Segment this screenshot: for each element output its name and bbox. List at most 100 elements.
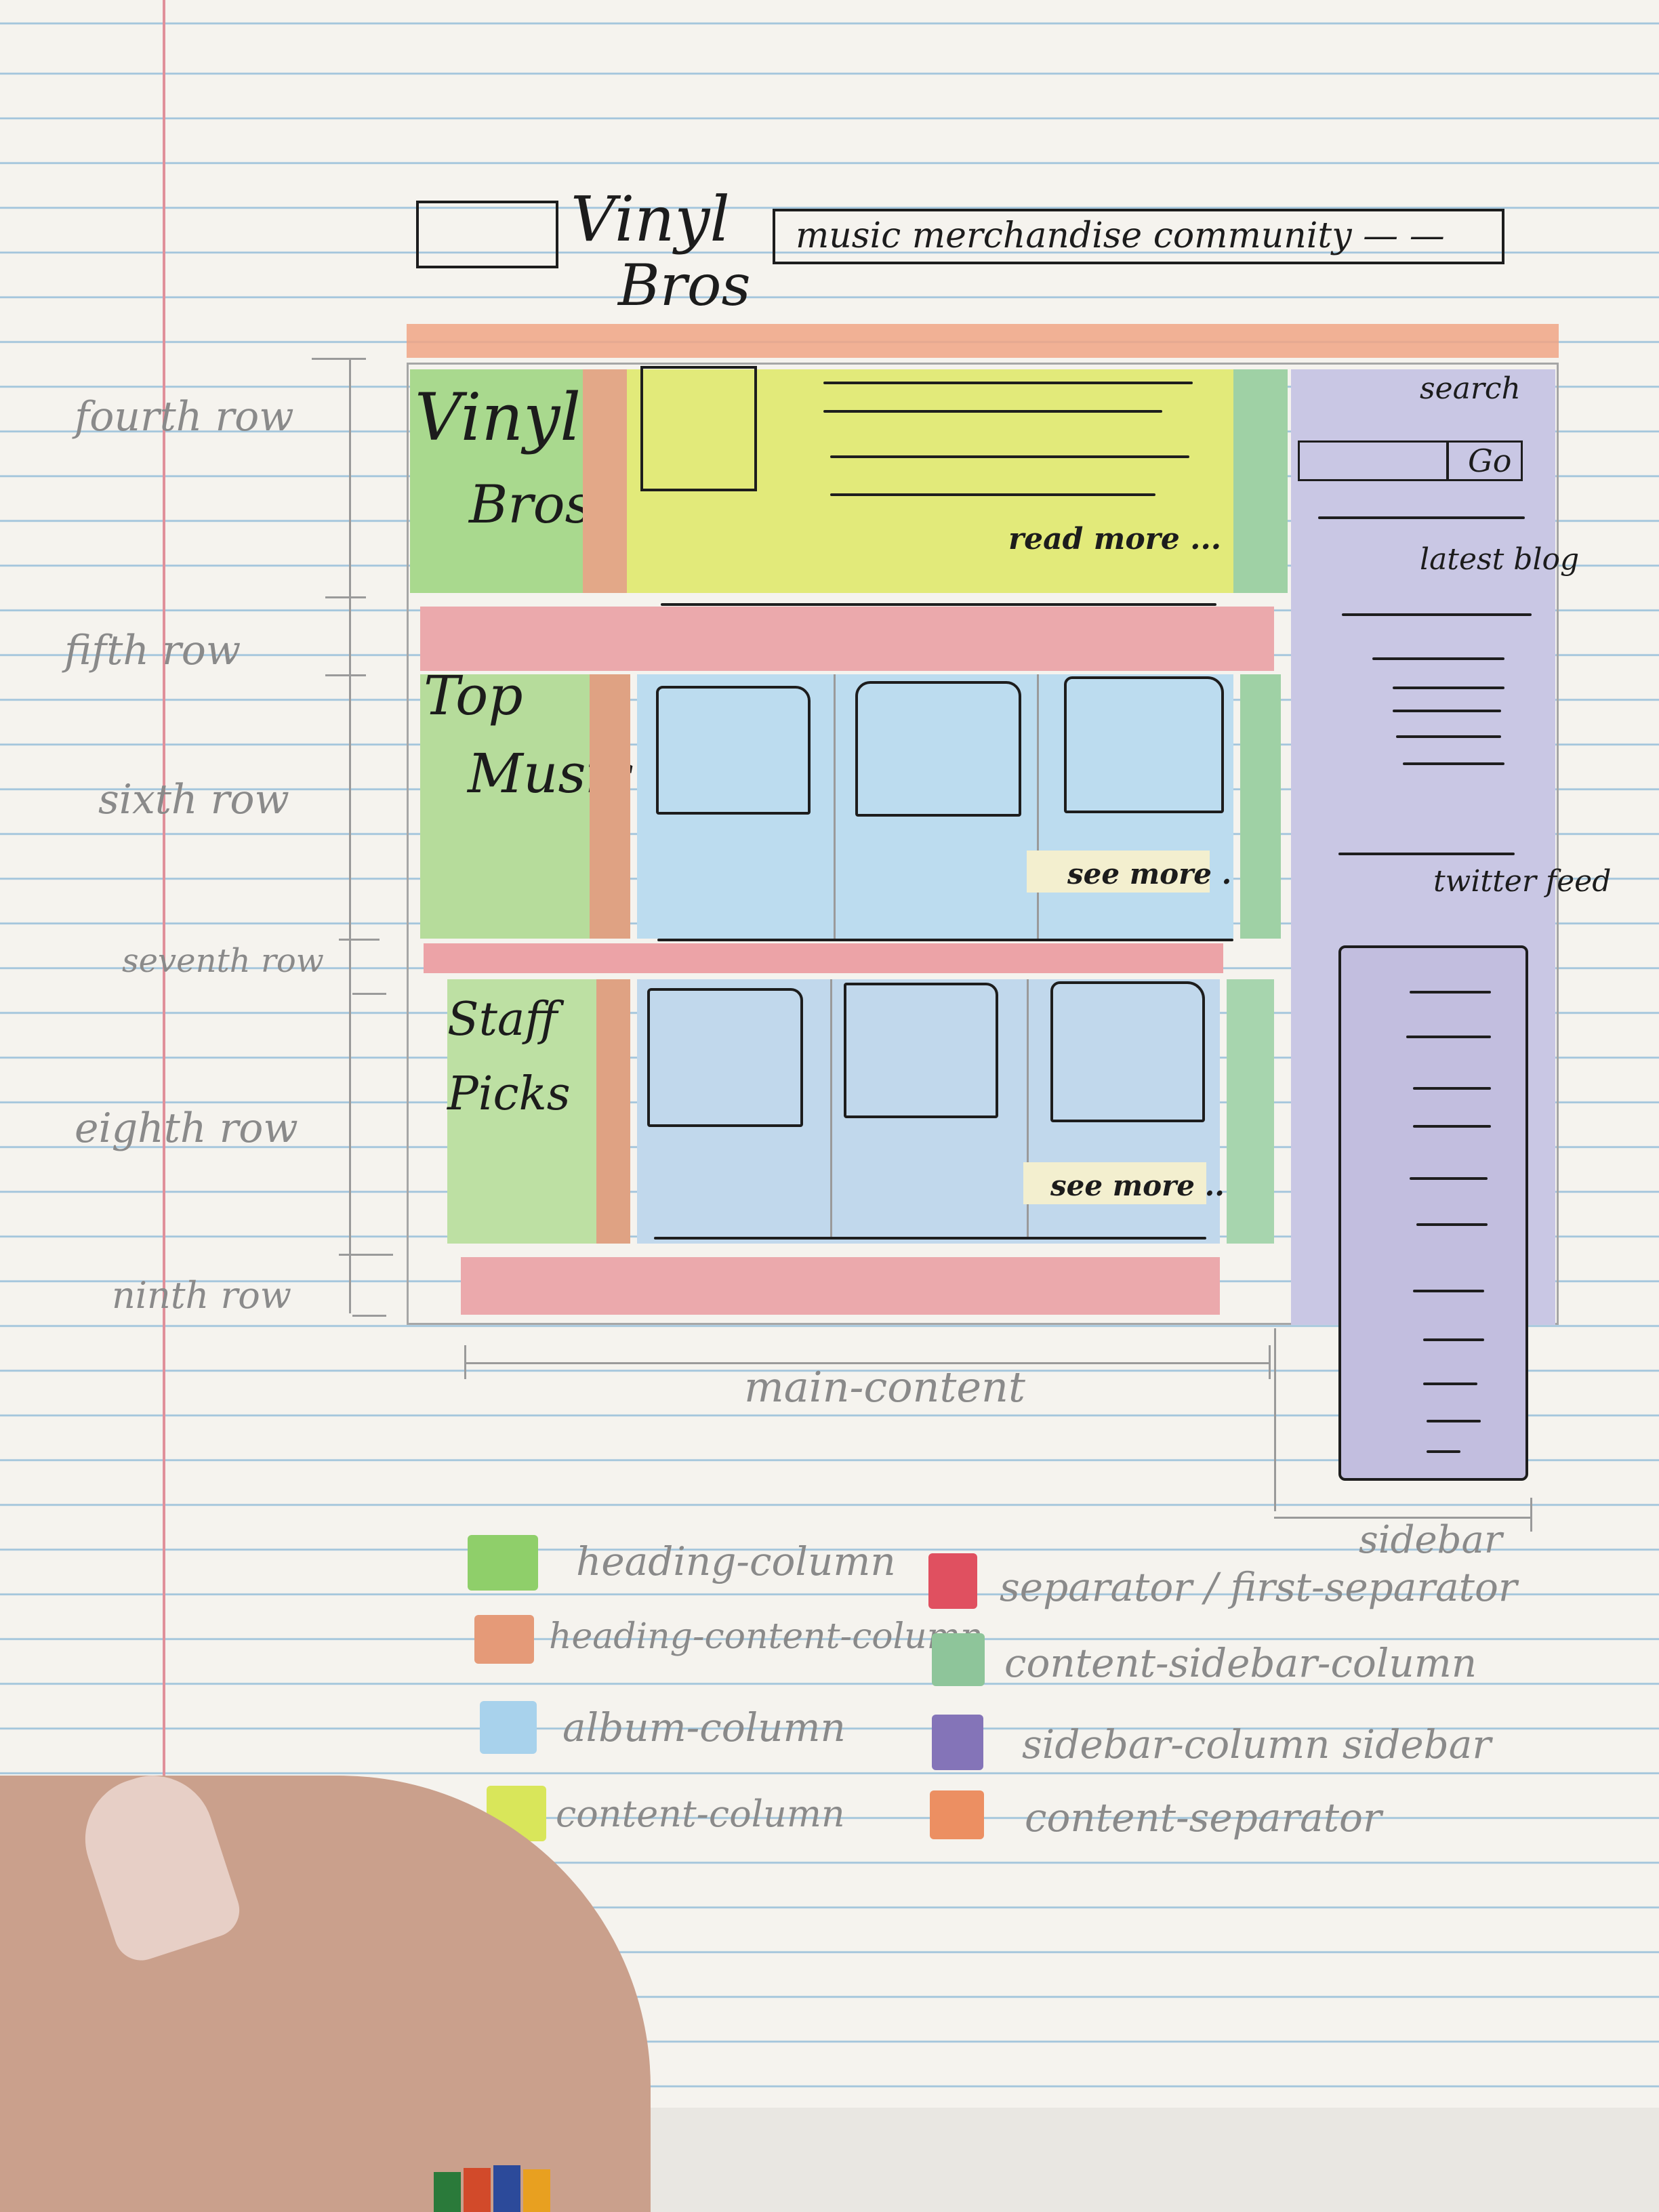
sidebar-go-button[interactable]: Go [1447,441,1523,481]
heading-content-column-staff-picks [596,979,630,1244]
heading-content-column-top-music [590,674,630,939]
tweet-line [1423,1382,1477,1385]
blog-line [1403,762,1504,765]
row-label-seventh: seventh row [122,942,324,980]
content-column [627,369,1233,593]
content-sidebar-column-staff-picks [1227,979,1274,1244]
tweet-line [1416,1223,1488,1226]
legend-label-heading-content-column: heading-content-column [549,1616,983,1657]
red-margin-line [163,0,165,2108]
row-tick [325,596,366,598]
sidebar-twitter-feed-label: twitter feed [1433,864,1612,899]
legend-label-sidebar-column: sidebar-column sidebar [1022,1721,1492,1767]
colored-pencils [434,2165,569,2212]
separator-rule [654,1237,1206,1240]
ninth-row-separator [461,1257,1220,1315]
row-tick [312,358,366,360]
feature-text-line [823,382,1193,384]
legend-swatch-content-separator [930,1790,984,1839]
logo-placeholder-box [416,201,558,268]
album-cover-box[interactable] [844,983,998,1118]
album-cover-box[interactable] [647,988,803,1127]
tweet-line [1406,1036,1491,1038]
feature-text-line [830,493,1155,496]
legend-label-album-column: album-column [562,1704,846,1750]
feature-image-box [640,366,757,491]
content-sidebar-column-feature [1233,369,1288,593]
header-title-line1: Vinyl [571,183,730,255]
separator-rule [657,939,1233,941]
album-divider [1037,674,1039,939]
twitter-feed-box[interactable] [1338,945,1528,1481]
row-label-fifth: fifth row [64,627,241,674]
sidebar-rule [1318,516,1525,519]
row-label-fourth: fourth row [75,393,294,441]
sidebar-bracket-rule [1274,1517,1532,1519]
blog-line [1396,735,1501,738]
legend-label-content-separator: content-separator [1025,1795,1382,1841]
legend-swatch-separator [928,1553,977,1609]
staff-picks-see-more-link[interactable]: see more ... [1050,1169,1235,1202]
sidebar-frame-left [1274,1328,1276,1511]
row-label-ninth: ninth row [112,1274,292,1317]
row-tick [339,939,380,941]
sidebar-bracket-end [1530,1498,1532,1532]
main-content-bracket-end [464,1345,466,1379]
content-sidebar-column-top-music [1240,674,1281,939]
nav-bar-text: music merchandise community — — [796,216,1445,256]
staff-picks-heading-line2: Picks [447,1067,571,1121]
first-separator [420,607,1274,671]
album-cover-box[interactable] [855,681,1021,817]
see-more-highlight [1027,851,1210,893]
feature-text-line [830,455,1189,458]
tweet-line [1413,1290,1484,1292]
sidebar-search-label: search [1420,371,1521,406]
sidebar-bracket-label: sidebar [1359,1518,1502,1562]
row-tick [352,993,386,995]
legend-label-content-sidebar-column: content-sidebar-column [1004,1640,1477,1686]
blog-line [1393,687,1504,689]
go-button-label: Go [1468,443,1512,479]
legend-swatch-album-column [480,1701,537,1754]
tweet-line [1410,991,1491,994]
blog-line [1393,710,1501,712]
row-tick [339,1254,393,1256]
blog-line [1342,613,1532,616]
sidebar-search-input[interactable] [1298,441,1448,481]
nav-bar[interactable]: music merchandise community — — [773,209,1504,264]
album-cover-box[interactable] [1064,676,1224,813]
top-music-see-more-link[interactable]: see more . [1067,857,1232,890]
tweet-line [1423,1338,1484,1341]
see-more-highlight [1023,1162,1206,1204]
album-columns-top-music [637,674,1233,939]
feature-read-more-link[interactable]: read more ... [1008,522,1222,556]
top-music-heading-line1: Top [424,664,523,727]
row-tick [352,1315,386,1317]
album-cover-box[interactable] [656,686,811,815]
album-divider [1027,979,1029,1237]
layout-frame [407,363,1559,1325]
main-content-label: main-content [744,1362,1025,1412]
row-label-eighth: eighth row [75,1105,298,1152]
staff-picks-heading-line1: Staff [447,993,558,1046]
separator-rule [661,603,1216,606]
album-cover-box[interactable] [1050,981,1205,1122]
separator [424,943,1223,973]
tweet-line [1413,1087,1491,1090]
feature-text-line [823,410,1162,413]
heading-column-top-music [420,674,590,939]
header-title-line2: Bros [618,252,751,319]
row-label-sixth: sixth row [98,776,289,823]
legend-swatch-sidebar-column [932,1715,983,1770]
tweet-line [1413,1125,1491,1128]
row-tick [325,674,366,676]
sidebar-latest-blog-label: latest blog [1420,542,1580,577]
main-content-bracket-end [1269,1345,1271,1379]
row-bracket-spine [349,358,351,1313]
feature-heading-line2: Bros [469,474,592,535]
sidebar-rule [1338,853,1515,855]
heading-column-staff-picks [447,979,596,1244]
heading-column-feature [410,369,583,593]
blog-line [1372,657,1504,660]
tweet-line [1427,1420,1481,1422]
